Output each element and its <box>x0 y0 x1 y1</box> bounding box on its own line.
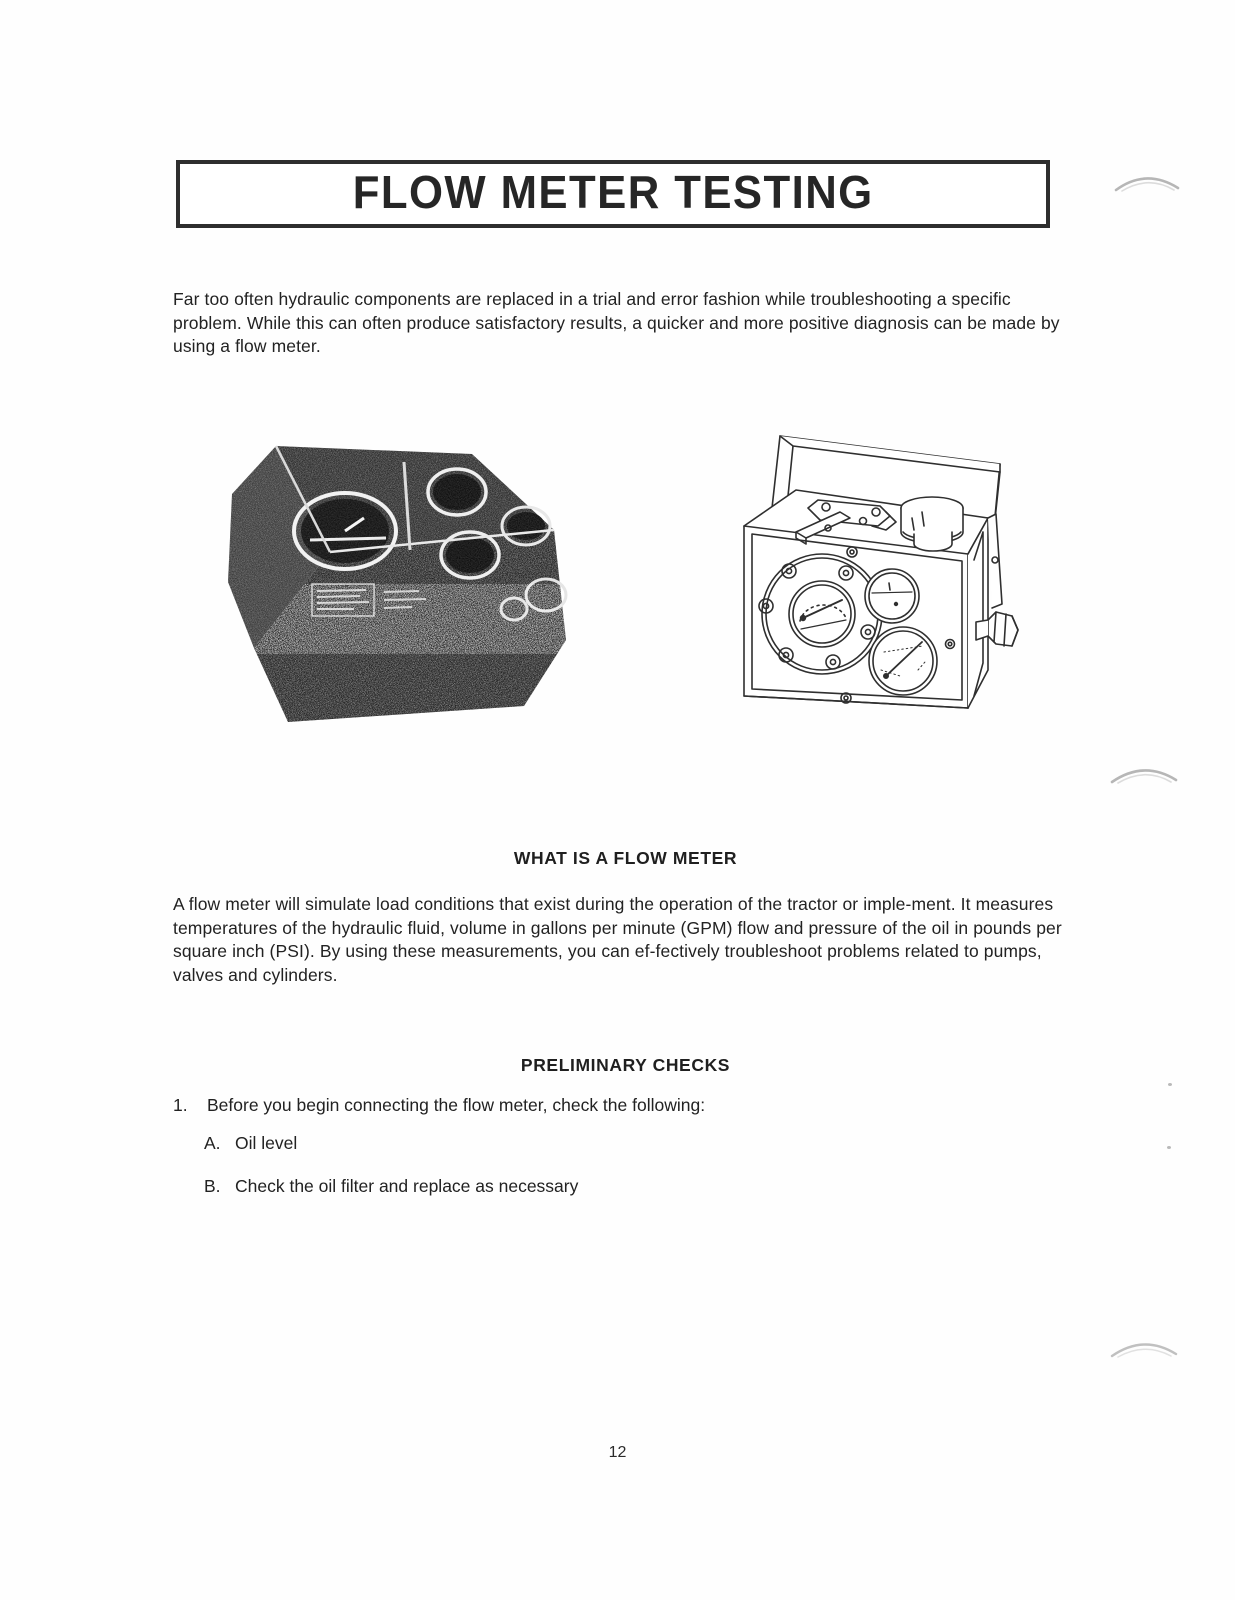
flange-dial-assembly <box>758 553 883 675</box>
checklist-item-1: 1. Before you begin connecting the flow … <box>173 1094 705 1117</box>
flange-bolts <box>758 563 876 670</box>
main-gauge-dial <box>292 491 398 571</box>
section-heading-preliminary-checks: PRELIMINARY CHECKS <box>520 1055 731 1075</box>
panel-fasteners <box>840 546 956 704</box>
page-title: FLOW METER TESTING <box>352 166 874 218</box>
enclosure-right-face <box>967 517 989 709</box>
scan-speck-artifact-icon <box>1167 1146 1171 1149</box>
gauge-middle-right <box>439 530 501 580</box>
checklist-subitem-a-text: Oil level <box>235 1133 298 1153</box>
flow-meter-line-drawing <box>700 408 1020 720</box>
checklist-subitem-b: B. Check the oil filter and replace as n… <box>204 1175 578 1198</box>
scan-speckle-band <box>254 584 566 654</box>
section-heading-what-is-a-flow-meter: WHAT IS A FLOW METER <box>513 848 738 868</box>
checklist-subitem-a: A. Oil level <box>204 1132 297 1155</box>
what-is-a-flow-meter-paragraph: A flow meter will simulate load conditio… <box>173 894 1062 985</box>
checklist-item-1-marker: 1. <box>173 1095 188 1115</box>
page-title-banner: FLOW METER TESTING <box>176 160 1050 228</box>
lid-hinge-strap <box>987 513 1003 609</box>
hex-port-fitting <box>975 611 1019 647</box>
gauge-upper <box>864 568 920 624</box>
filler-cap <box>900 496 964 552</box>
carry-handle <box>795 499 897 545</box>
flow-meter-console-photo <box>214 434 596 734</box>
gauge-lower <box>868 626 938 696</box>
gauge-upper-right <box>426 467 488 517</box>
scan-speck-artifact-icon <box>1168 1083 1172 1086</box>
checklist-subitem-a-marker: A. <box>204 1133 221 1153</box>
checklist-subitem-b-text: Check the oil filter and replace as nece… <box>235 1176 579 1196</box>
scan-curl-artifact-icon <box>1112 170 1182 192</box>
scan-curl-artifact-icon <box>1108 762 1180 784</box>
intro-paragraph: Far too often hydraulic components are r… <box>173 289 1060 356</box>
checklist-item-1-text: Before you begin connecting the flow met… <box>207 1095 706 1115</box>
checklist-subitem-b-marker: B. <box>204 1176 221 1196</box>
scan-curl-artifact-icon <box>1108 1336 1180 1358</box>
page-number: 12 <box>608 1444 627 1461</box>
gauge-far-right <box>500 505 552 547</box>
